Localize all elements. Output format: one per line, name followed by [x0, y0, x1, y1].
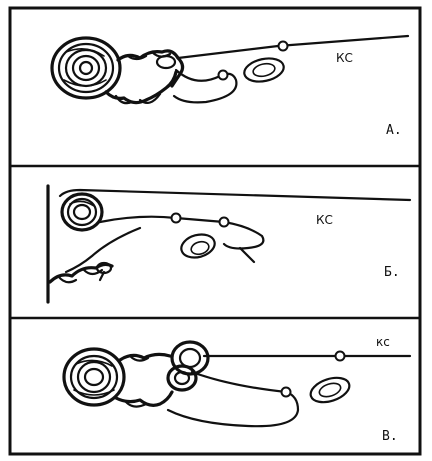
- panel-a: КС А.: [52, 36, 408, 138]
- knot: [279, 42, 288, 51]
- rope-coil: [308, 373, 353, 406]
- main-rope: [178, 36, 408, 58]
- anchor-coil: [64, 349, 124, 405]
- rope-label: кс: [376, 335, 390, 349]
- panel-letter: Б.: [384, 265, 400, 280]
- rope-end: [240, 248, 254, 262]
- knot: [172, 214, 181, 223]
- anchor-coil: [62, 194, 102, 230]
- pulley: [168, 342, 208, 390]
- panel-c: кс В.: [64, 335, 410, 444]
- main-rope: [60, 190, 410, 200]
- panel-letter: А.: [386, 123, 402, 138]
- panel-letter: В.: [382, 429, 398, 444]
- rope-coil: [179, 231, 218, 261]
- diagram-frame: [10, 8, 420, 454]
- knot: [220, 218, 229, 227]
- sling: [50, 263, 112, 282]
- rope-label: КС: [336, 51, 353, 65]
- anchor-coil: [52, 38, 120, 98]
- rope-coil: [242, 55, 286, 85]
- rope-label: КС: [316, 213, 333, 227]
- knot: [282, 388, 291, 397]
- knot: [219, 71, 228, 80]
- panel-b: КС Б.: [48, 186, 410, 302]
- knot: [336, 352, 345, 361]
- carabiner: [157, 56, 175, 68]
